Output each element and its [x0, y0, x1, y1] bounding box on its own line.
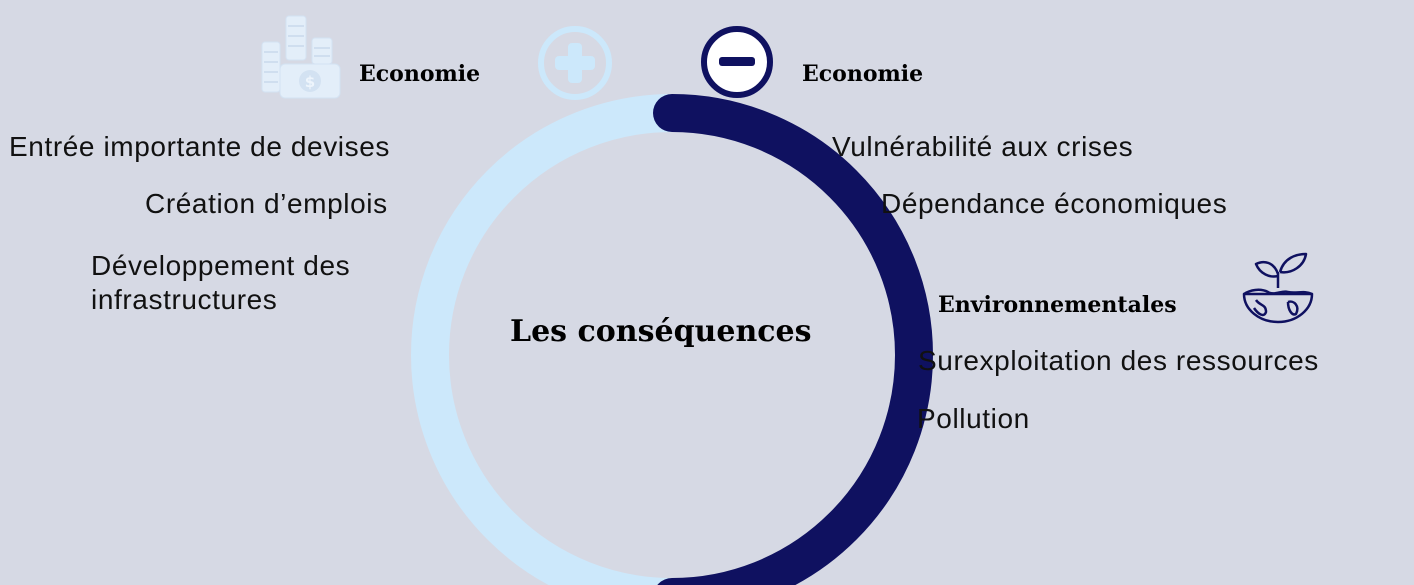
earth-plant-icon	[1242, 252, 1314, 324]
positive-item: Développement des	[91, 250, 351, 281]
minus-circle-icon	[701, 26, 773, 98]
negative-arc	[653, 94, 933, 585]
negative-economy-heading: Economie	[802, 61, 924, 87]
svg-text:$: $	[305, 73, 315, 91]
positive-item: Entrée importante de devises	[9, 131, 391, 162]
plus-circle-icon	[538, 26, 612, 100]
positive-item: infrastructures	[91, 284, 278, 315]
environment-heading: Environnementales	[938, 292, 1177, 318]
positive-arc	[411, 94, 673, 585]
money-coins-icon: $	[261, 15, 341, 99]
positive-item: Création d’emplois	[145, 188, 388, 219]
environment-item: Pollution	[917, 403, 1030, 434]
positive-economy-heading: Economie	[359, 61, 481, 87]
environment-item: Surexploitation des ressources	[918, 345, 1319, 376]
negative-item: Dépendance économiques	[881, 188, 1228, 219]
negative-item: Vulnérabilité aux crises	[832, 131, 1134, 162]
center-title: Les conséquences	[510, 314, 812, 349]
